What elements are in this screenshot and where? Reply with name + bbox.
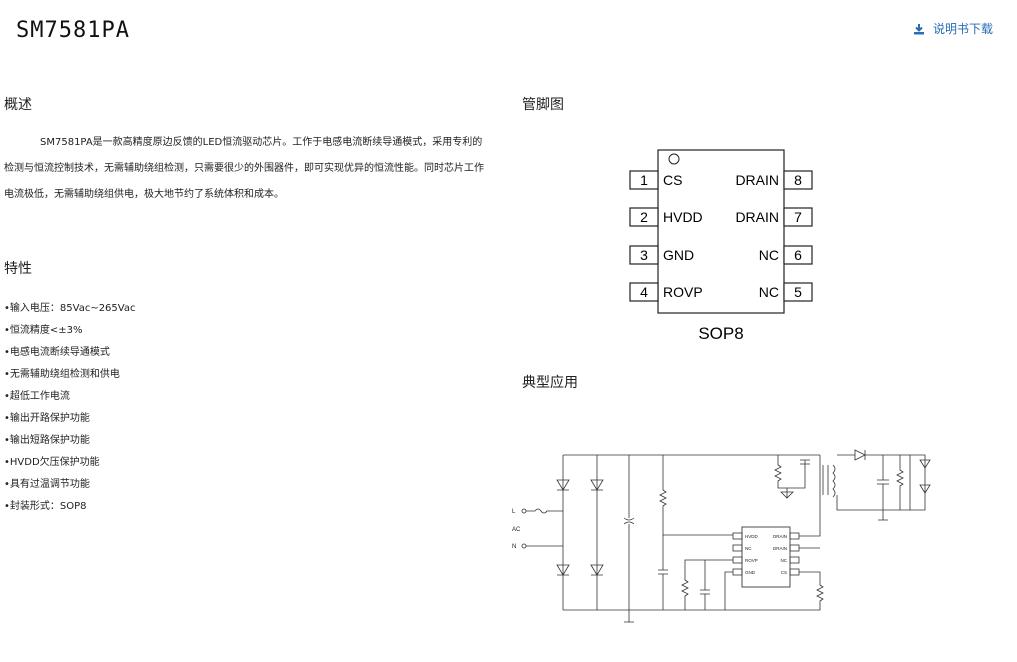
pin-7: 7 DRAIN	[735, 207, 813, 227]
chip-pin-label: CS	[781, 570, 787, 575]
pin-number: 2	[640, 209, 648, 225]
chip-pin-label: NC	[745, 546, 752, 551]
label-n: N	[512, 544, 516, 550]
page-title: SM7581PA	[16, 18, 130, 43]
pin-name: ROVP	[663, 284, 703, 300]
feature-item: 封装形式：SOP8	[4, 498, 135, 520]
feature-item: 输入电压：85Vac~265Vac	[4, 300, 136, 322]
chip-pin-label: DRAIN	[773, 534, 787, 539]
snubber	[774, 455, 810, 489]
chip-pin-label: ROVP	[745, 558, 758, 563]
pin-number: 3	[640, 247, 648, 263]
pinout-diagram: 1 CS 2 HVDD 3 GND 4 ROVP 8 DRAIN 7 DRAIN…	[629, 149, 813, 343]
cs-resistor	[755, 571, 824, 611]
pin-number: 7	[794, 209, 802, 225]
features-list: 输入电压：85Vac~265Vac 恒流精度<±3% 电感电流断续导通模式 无需…	[4, 300, 136, 520]
pin-5: 5 NC	[759, 282, 813, 302]
chip-body	[657, 149, 785, 314]
rovp-cap	[700, 560, 710, 610]
controller-chip: HVDD NC ROVP GND DRAIN DRAIN NC CS	[732, 526, 800, 588]
feature-item: 具有过温调节功能	[4, 476, 135, 498]
overview-text: SM7581PA是一款高精度原边反馈的LED恒流驱动芯片。工作于电感电流断续导通…	[4, 137, 484, 200]
pin-4: 4 ROVP	[629, 282, 703, 302]
pin-2: 2 HVDD	[629, 207, 703, 227]
pin-number: 4	[640, 284, 648, 300]
pinout-heading: 管脚图	[522, 97, 564, 113]
gnd-wire	[724, 571, 733, 610]
chip-pin-label: HVDD	[745, 534, 759, 539]
download-icon	[913, 23, 925, 35]
feature-item: 电感电流断续导通模式	[4, 344, 135, 366]
feature-item: 恒流精度<±3%	[4, 322, 135, 344]
label-ac: AC	[512, 527, 521, 533]
drain-wire	[799, 455, 821, 549]
pin-name: NC	[759, 247, 779, 263]
pin-number: 6	[794, 247, 802, 263]
bridge-rectifier	[556, 454, 604, 611]
output-gnd	[878, 510, 888, 521]
led-string	[910, 454, 931, 511]
chip-pin-label: NC	[781, 558, 788, 563]
manual-download-link[interactable]: 说明书下载	[913, 20, 993, 37]
pin-name: NC	[759, 284, 779, 300]
label-l: L	[512, 509, 516, 515]
ac-input: L AC N	[512, 508, 563, 550]
feature-item: 输出短路保护功能	[4, 432, 135, 454]
pin-6: 6 NC	[759, 245, 813, 265]
output-resistor	[896, 455, 904, 510]
pin-number: 5	[794, 284, 802, 300]
overview-paragraph: SM7581PA是一款高精度原边反馈的LED恒流驱动芯片。工作于电感电流断续导通…	[4, 130, 484, 208]
feature-item: 超低工作电流	[4, 388, 135, 410]
application-heading: 典型应用	[522, 375, 578, 391]
feature-item: 输出开路保护功能	[4, 410, 135, 432]
output-cap	[877, 455, 889, 510]
application-circuit: L AC N HVDD NC ROVP GND DRAIN DRAIN NC C…	[512, 449, 931, 623]
hvdd-cap	[658, 535, 668, 610]
pin-name: DRAIN	[735, 172, 779, 188]
ground-symbol	[624, 610, 634, 623]
features-heading: 特性	[4, 261, 32, 277]
startup-resistor	[659, 455, 733, 536]
chip-pin-label: GND	[745, 570, 756, 575]
pin-3: 3 GND	[629, 245, 694, 265]
rails	[597, 454, 820, 611]
snubber-diode	[780, 488, 794, 499]
pin-1: 1 CS	[629, 170, 682, 190]
overview-heading: 概述	[4, 97, 32, 113]
pin-name: DRAIN	[735, 209, 779, 225]
pin-8: 8 DRAIN	[735, 170, 813, 190]
bulk-capacitor	[623, 455, 635, 610]
pin-name: CS	[663, 172, 682, 188]
pin-number: 1	[640, 172, 648, 188]
pin1-marker	[668, 153, 680, 165]
download-label: 说明书下载	[932, 22, 993, 36]
chip-pin-label: DRAIN	[773, 546, 787, 551]
pin-name: HVDD	[663, 209, 703, 225]
output-diode	[836, 449, 911, 511]
rovp-resistor	[681, 559, 733, 610]
pin-number: 8	[794, 172, 802, 188]
feature-item: 无需辅助绕组检测和供电	[4, 366, 135, 388]
pin-name: GND	[663, 247, 694, 263]
feature-item: HVDD欠压保护功能	[4, 454, 135, 476]
transformer	[822, 464, 836, 498]
package-label: SOP8	[698, 324, 743, 343]
